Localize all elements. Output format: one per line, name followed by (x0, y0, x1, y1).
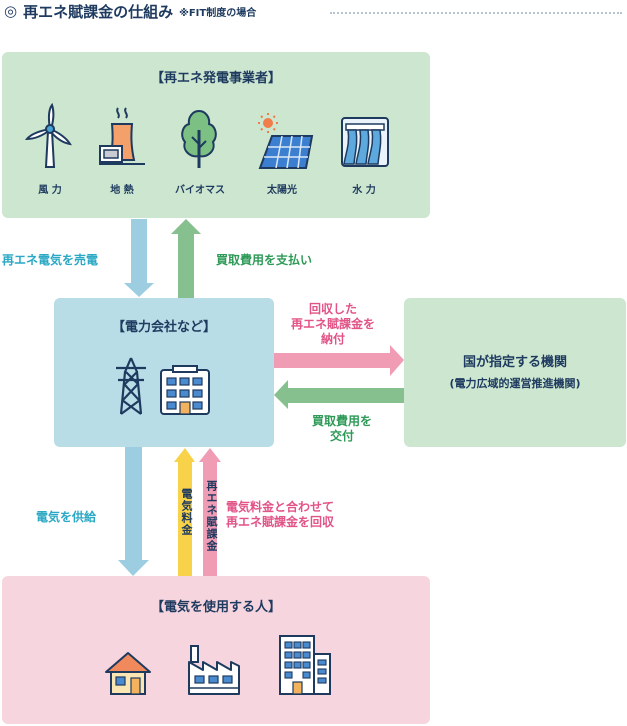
wind-turbine-icon (24, 103, 72, 168)
solar-panel-icon (258, 113, 314, 169)
levy-label: 再エネ賦課金 (205, 480, 218, 552)
biomass-label: バイオマス (175, 185, 225, 196)
grant-arrow (274, 380, 404, 409)
geothermal-label: 地 熱 (110, 185, 134, 196)
designated-agency-box (404, 298, 626, 447)
page-header: ◎ 再エネ賦課金の仕組み ※FIT制度の場合 (4, 0, 256, 22)
geothermal-plant-icon (99, 107, 145, 165)
grant-line2: 交付 (329, 429, 354, 443)
house-icon (105, 652, 151, 695)
double-circle-icon: ◎ (4, 2, 18, 20)
solar-label: 太陽光 (267, 185, 297, 196)
grant-label: 買取費用を 交付 (290, 414, 394, 444)
utility-title: 【電力会社など】 (111, 320, 216, 335)
agency-subname: (電力広域的運営推進機関) (449, 377, 581, 390)
wind-label: 風 力 (38, 185, 62, 196)
collect-label: 電気料金と合わせて 再エネ賦課金を回収 (226, 500, 334, 530)
page-title: 再エネ賦課金の仕組み (23, 2, 174, 21)
power-tower-icon (116, 357, 146, 415)
generators-title: 【再エネ発電事業者】 (150, 71, 281, 86)
grant-line1: 買取費用を (311, 414, 372, 428)
agency-name: 国が指定する機関 (462, 355, 567, 370)
collect-line1: 電気料金と合わせて (226, 500, 335, 514)
dam-icon (341, 117, 389, 167)
pay-purchase-arrow (171, 219, 201, 298)
supply-arrow (118, 447, 149, 576)
page-title-note: ※FIT制度の場合 (179, 7, 257, 19)
factory-icon (188, 645, 240, 695)
fee-arrow (174, 448, 195, 576)
pay-purchase-label: 買取費用を支払い (216, 253, 313, 267)
supply-label: 電気を供給 (36, 510, 97, 524)
sell-label: 再エネ電気を売電 (2, 253, 99, 267)
collect-line2: 再エネ賦課金を回収 (226, 515, 335, 529)
tree-icon (181, 109, 217, 168)
levy-payment-line3: 納付 (320, 332, 345, 346)
levy-payment-label: 回収した 再エネ賦課金を 納付 (274, 302, 392, 347)
office-building-icon (160, 365, 210, 415)
title-divider (330, 12, 622, 14)
fee-label: 電気料金 (180, 488, 193, 536)
hydro-label: 水 力 (352, 185, 376, 196)
levy-arrow (199, 448, 221, 576)
apartment-building-icon (279, 635, 331, 695)
levy-payment-arrow (274, 345, 404, 376)
levy-payment-line2: 再エネ賦課金を (290, 317, 375, 331)
levy-payment-line1: 回収した (308, 302, 357, 316)
electricity-users-box (2, 576, 430, 724)
consumers-title: 【電気を使用する人】 (150, 600, 281, 615)
sell-arrow (124, 219, 154, 297)
